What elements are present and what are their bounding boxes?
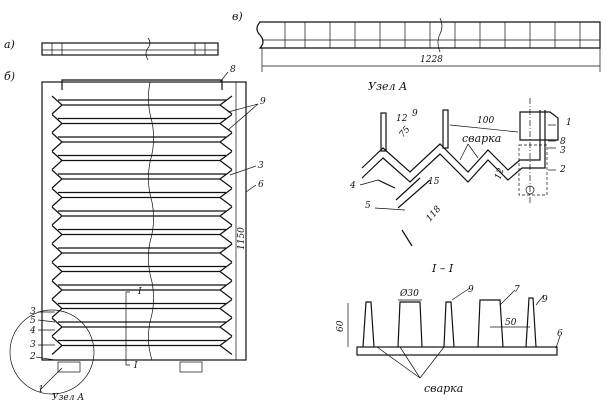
break-line <box>145 37 151 61</box>
dim-15: 15 <box>428 177 440 187</box>
zigzag-row <box>51 262 233 281</box>
dim-118: 118 <box>425 204 444 224</box>
rod-4 <box>377 179 396 189</box>
dim-1150: 1150 <box>237 227 247 250</box>
dim-line-100 <box>449 124 519 133</box>
callout-8: 8 <box>560 137 566 147</box>
callout-8: 8 <box>230 65 236 75</box>
view-v-label: в) <box>232 10 243 23</box>
view-v-outline <box>256 21 601 49</box>
tube-7 <box>477 299 504 348</box>
callout-3: 3 <box>560 146 566 156</box>
callout-9: 9 <box>468 285 474 295</box>
dim-100: 100 <box>477 116 494 126</box>
dim-75: 75 <box>398 125 413 140</box>
part-1 <box>519 111 559 141</box>
section-label: I <box>133 361 138 371</box>
view-v: в) 1228 <box>232 10 601 72</box>
dim-12: 12 <box>396 114 408 124</box>
zigzag-row <box>51 206 233 226</box>
section-title: I – I <box>431 262 454 275</box>
zigzag-row <box>51 225 233 244</box>
zigzag-row <box>51 169 233 189</box>
callout-2: 2 <box>29 352 36 362</box>
callout-4: 4 <box>29 326 36 336</box>
view-b: б) 1150 I I 8 9 3 6 3 5 4 3 2 1 Узел А <box>4 65 266 403</box>
rib-9 <box>380 112 387 152</box>
node-a-label: Узел А <box>52 393 84 403</box>
callout-1: 1 <box>38 385 44 395</box>
view-a: а) <box>4 37 219 61</box>
callout-2: 2 <box>559 165 566 175</box>
break-line <box>148 81 154 361</box>
zigzag-row <box>51 114 233 133</box>
section-label: I <box>137 287 142 297</box>
callout-6: 6 <box>557 329 563 339</box>
zigzag-row <box>51 151 233 170</box>
callout-9: 9 <box>542 295 548 305</box>
callout-9: 9 <box>412 109 418 119</box>
rib-9 <box>525 297 537 348</box>
view-a-label: а) <box>4 38 15 51</box>
zigzag-row <box>51 336 233 355</box>
zigzag-rows <box>51 95 233 355</box>
rod-5 <box>397 179 431 209</box>
callout-3: 3 <box>30 307 36 317</box>
panel-outline <box>41 81 247 361</box>
zigzag-row <box>51 243 233 263</box>
dim-diameter-30: Ø30 <box>399 288 419 299</box>
callout-3: 3 <box>30 340 36 350</box>
callout-5: 5 <box>30 316 36 326</box>
callout-3: 3 <box>258 161 264 171</box>
top-bar-8 <box>61 79 223 90</box>
part-2 <box>518 144 548 196</box>
view-b-label: б) <box>4 70 15 83</box>
rib-9 <box>443 301 455 348</box>
zigzag-row <box>51 299 233 318</box>
zigzag-row <box>51 95 233 115</box>
weld-label: сварка <box>424 382 463 395</box>
base-plate-6 <box>356 346 558 356</box>
zigzag-row <box>51 188 233 207</box>
callout-9: 9 <box>260 97 266 107</box>
node-a-circle <box>9 309 95 395</box>
tube-30 <box>397 301 423 348</box>
zigzag-row <box>51 317 233 337</box>
section-i-i: I – I 60 Ø30 50 сварка 9 7 9 6 <box>336 262 563 395</box>
view-a-outline <box>41 42 219 56</box>
zigzag-strip <box>361 110 541 173</box>
node-a-detail: Узел А 100 12 75 15 118 12 сварка 1 8 3 … <box>349 80 572 247</box>
dim-50: 50 <box>505 318 517 328</box>
callout-7: 7 <box>514 285 520 295</box>
callout-4: 4 <box>349 181 356 191</box>
section-mark <box>125 291 130 366</box>
callout-1: 1 <box>566 118 572 128</box>
weld-label: сварка <box>462 132 501 145</box>
dim-60: 60 <box>336 320 346 332</box>
callout-5: 5 <box>365 201 371 211</box>
callout-6: 6 <box>258 180 264 190</box>
zigzag-row <box>51 280 233 300</box>
dim-1228: 1228 <box>420 55 443 65</box>
node-a-title: Узел А <box>368 80 407 93</box>
rib-9 <box>442 109 449 149</box>
rib-9 <box>362 301 375 348</box>
zigzag-row <box>51 132 233 152</box>
dim-12: 12 <box>493 167 506 181</box>
